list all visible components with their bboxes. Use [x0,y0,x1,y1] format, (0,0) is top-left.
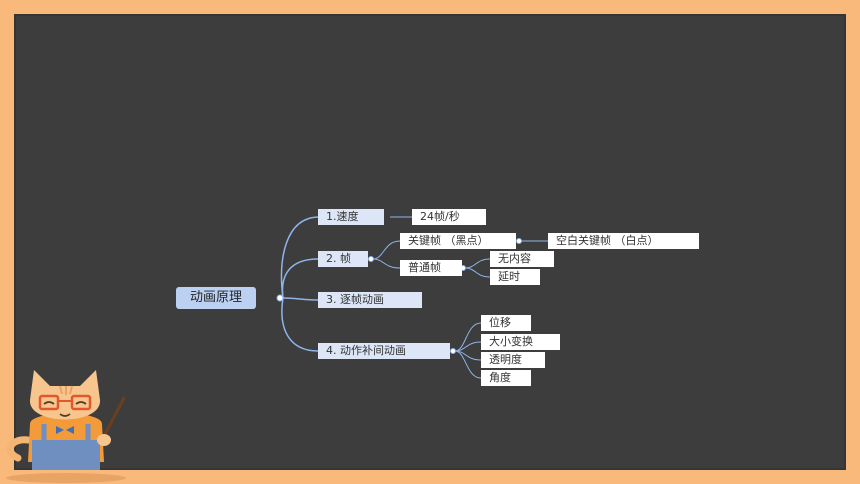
collapse-dot-root[interactable] [276,294,284,302]
bow-tie [56,426,74,434]
connector-root-frame [281,258,319,299]
node-keyframe[interactable]: 关键帧 （黑点） [400,233,516,249]
cat-eye-left [43,401,55,405]
node-normal-empty[interactable]: 无内容 [490,251,554,267]
cat-stripes [59,385,73,395]
node-frame-by-frame[interactable]: 3. 逐帧动画 [318,292,422,308]
collapse-dot-keyframe[interactable] [516,238,522,244]
node-normal-delay[interactable]: 延时 [490,269,540,285]
glasses-left-lens [38,394,60,411]
pointer-stick [100,396,126,442]
cat-mouth [59,413,71,417]
node-tween-opacity[interactable]: 透明度 [481,352,545,368]
node-tween-move[interactable]: 位移 [481,315,531,331]
node-normal-frame[interactable]: 普通帧 [400,260,462,276]
mindmap-root[interactable]: 动画原理 [176,287,257,309]
node-tween-scale[interactable]: 大小变换 [481,334,560,350]
connector-root-tween [281,297,319,352]
connector-frame-keyframe [372,240,401,260]
cat-paw [97,434,111,446]
connector-normal-delay [464,267,491,278]
node-speed-fps[interactable]: 24帧/秒 [412,209,486,225]
node-frame[interactable]: 2. 帧 [318,251,368,267]
cat-tail [6,436,32,462]
node-tween-rotation[interactable]: 角度 [481,370,531,386]
node-blank-keyframe[interactable]: 空白关键帧 （白点） [548,233,699,249]
connector-tween-4 [454,350,482,379]
connector-tween-1 [454,322,482,352]
cat-eye-right [75,401,87,405]
node-speed[interactable]: 1.速度 [318,209,384,225]
collapse-dot-tween[interactable] [450,348,456,354]
collapse-dot-frame[interactable] [368,256,374,262]
cat-shadow [6,473,126,483]
connector-root-framebyframe [282,297,319,301]
connector-root-speed [280,216,319,299]
cat-overalls [32,440,100,470]
glasses-right-lens [70,394,92,411]
connector-frame-normal [372,258,401,269]
node-tween[interactable]: 4. 动作补间动画 [318,343,450,359]
